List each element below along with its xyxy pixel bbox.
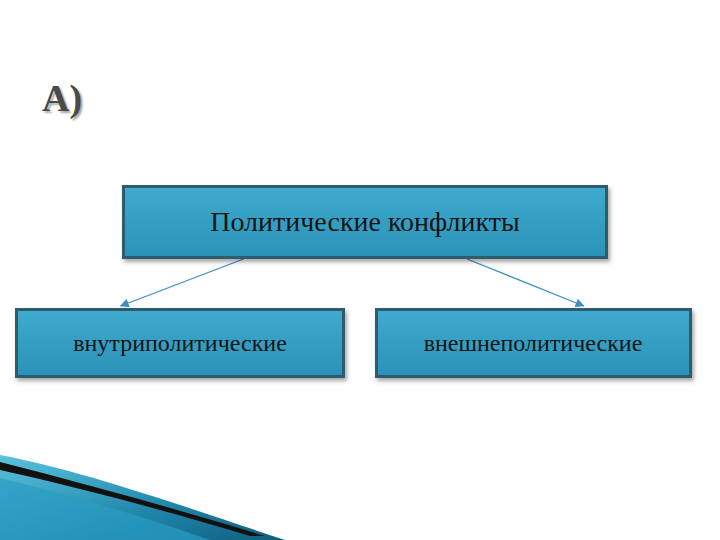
parent-box: Политические конфликты: [122, 185, 608, 259]
wave-shade: [0, 478, 210, 540]
section-letter: А): [42, 76, 82, 120]
category-box: внешнеполитические: [375, 308, 692, 378]
wave-shape: [0, 455, 285, 540]
box-label: внутриполитические: [73, 330, 287, 357]
box-label: внешнеполитические: [424, 330, 643, 357]
category-box: внутриполитические: [15, 308, 345, 378]
arrow-connector: [121, 259, 244, 306]
box-label: Политические конфликты: [210, 206, 520, 238]
arrow-connector: [467, 259, 584, 306]
